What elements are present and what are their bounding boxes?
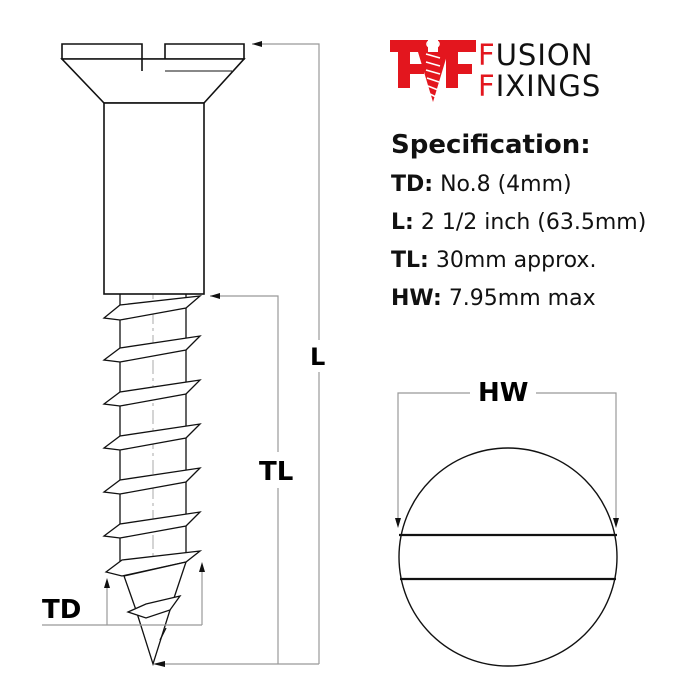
brand-initial-f2: F (478, 69, 496, 103)
spec-row-l: L: 2 1/2 inch (63.5mm) (391, 210, 647, 235)
brand-word-2: IXINGS (495, 69, 602, 103)
brand-line-1: FUSION (478, 40, 601, 71)
dimension-lines (42, 43, 617, 665)
thread-length-label: TL (259, 456, 294, 488)
screw-threads (102, 294, 203, 667)
head-width-label: HW (474, 380, 533, 406)
brand-name: FUSION FIXINGS (478, 40, 601, 102)
thread-diameter-label: TD (42, 595, 82, 625)
length-label: L (310, 343, 326, 371)
ff-screw-logo-icon (390, 39, 476, 102)
screw-head (60, 43, 246, 104)
brand-word-1: USION (495, 38, 594, 72)
spec-row-tl: TL: 30mm approx. (391, 248, 597, 273)
head-top-view (398, 447, 618, 667)
screw-shank (103, 102, 205, 295)
specification-panel: Specification: TD: No.8 (4mm) L: 2 1/2 i… (391, 126, 646, 318)
brand-line-2: FIXINGS (478, 71, 601, 102)
specification-title: Specification: (391, 130, 591, 160)
brand-initial-f: F (478, 38, 496, 72)
spec-row-hw: HW: 7.95mm max (391, 286, 596, 311)
spec-row-td: TD: No.8 (4mm) (391, 172, 572, 197)
dimension-arrows (104, 41, 619, 667)
